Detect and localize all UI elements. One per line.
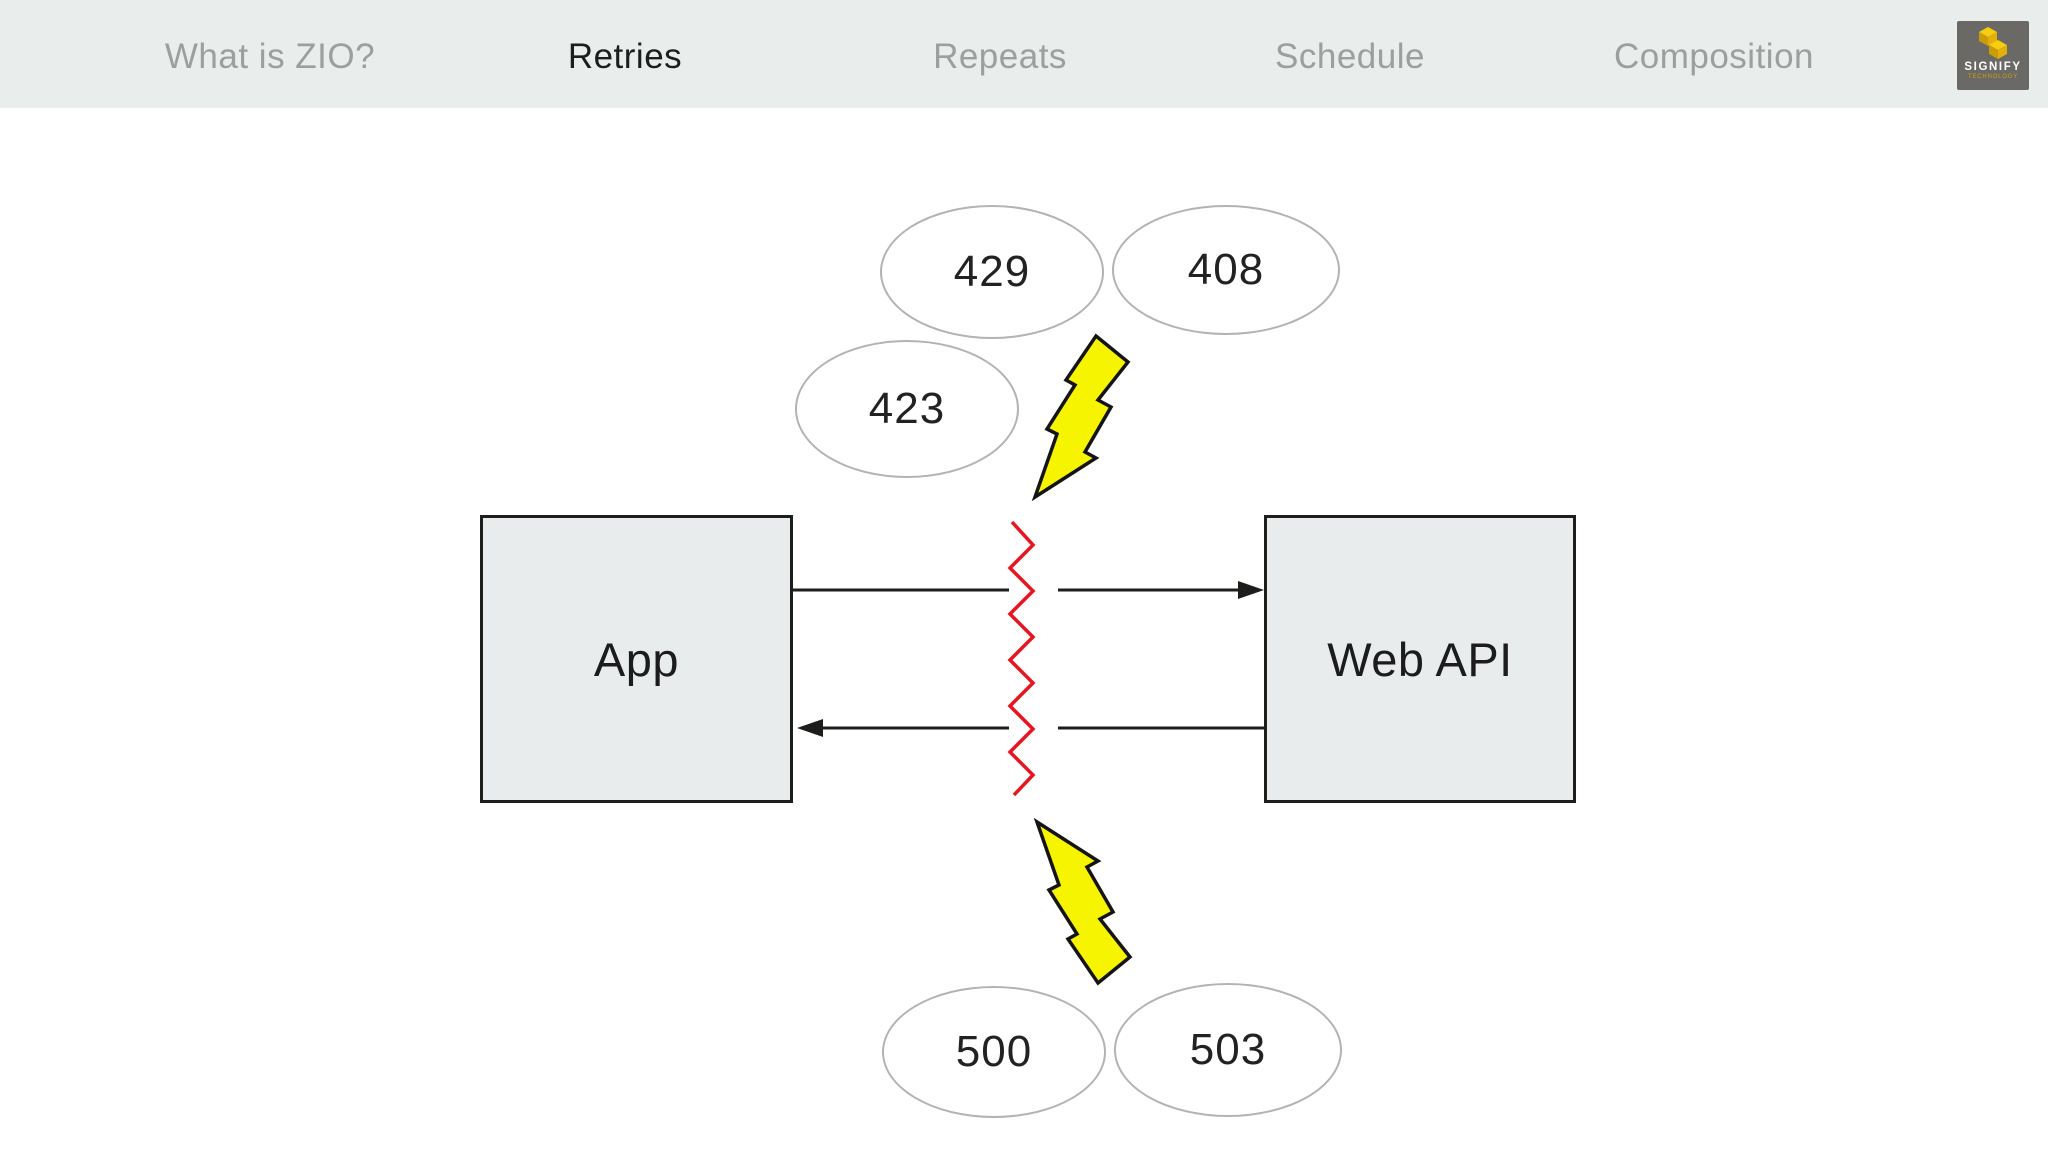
logo-wordmark: SIGNIFY (1964, 61, 2022, 73)
status-code-label: 423 (868, 384, 946, 433)
tab-repeats[interactable]: Repeats (933, 37, 1067, 76)
status-code-ellipse-408: 408 (1112, 205, 1340, 335)
app-box-label: App (593, 632, 680, 686)
nav-bar: What is ZIO? Retries Repeats Schedule Co… (0, 0, 2048, 108)
signify-logo[interactable]: SIGNIFY TECHNOLOGY (1957, 21, 2029, 90)
status-code-label: 503 (1189, 1025, 1267, 1074)
status-code-label: 408 (1187, 245, 1265, 294)
status-code-label: 500 (955, 1027, 1033, 1076)
status-code-label: 429 (953, 247, 1031, 296)
broken-connection-zigzag-icon (1007, 520, 1036, 797)
lightning-bolt-top-icon (1031, 333, 1131, 502)
web-api-box-label: Web API (1327, 632, 1513, 686)
status-code-ellipse-423: 423 (795, 340, 1019, 478)
signify-s-icon (1979, 27, 2007, 59)
app-box: App (480, 515, 793, 803)
request-arrowhead-icon (1238, 581, 1264, 599)
status-code-ellipse-500: 500 (882, 986, 1106, 1118)
lightning-bolt-bottom-icon (1033, 817, 1133, 986)
tab-what-is-zio[interactable]: What is ZIO? (164, 37, 376, 76)
tab-composition[interactable]: Composition (1613, 37, 1815, 76)
logo-subtitle: TECHNOLOGY (1967, 73, 2018, 80)
web-api-box: Web API (1264, 515, 1576, 803)
tab-schedule[interactable]: Schedule (1275, 37, 1425, 76)
response-arrowhead-icon (797, 719, 823, 737)
status-code-ellipse-429: 429 (880, 205, 1104, 339)
tab-retries[interactable]: Retries (567, 37, 683, 76)
status-code-ellipse-503: 503 (1114, 983, 1342, 1117)
